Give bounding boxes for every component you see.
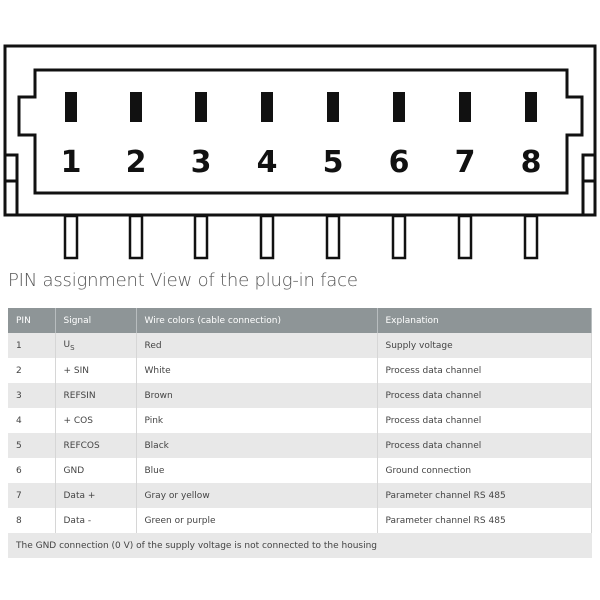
pin-contact	[195, 92, 207, 122]
table-footnote-row: The GND connection (0 V) of the supply v…	[8, 533, 592, 558]
pin-contact	[459, 92, 471, 122]
cell-signal: Data +	[55, 483, 137, 508]
pin-leg	[523, 214, 539, 260]
cell-wire-color: Black	[136, 433, 378, 458]
pin-leg	[325, 214, 341, 260]
cell-signal: REFCOS	[55, 433, 137, 458]
pin-leg	[457, 214, 473, 260]
cell-pin: 3	[8, 383, 56, 408]
cell-explanation: Supply voltage	[377, 333, 592, 358]
signal-main: U	[63, 339, 71, 350]
cell-explanation: Process data channel	[377, 408, 592, 433]
cell-pin: 8	[8, 508, 56, 533]
cell-signal: + COS	[55, 408, 137, 433]
cell-signal: US	[55, 333, 137, 358]
signal-main: Data +	[63, 490, 96, 501]
pin-leg	[63, 214, 79, 260]
cell-wire-color: Brown	[136, 383, 378, 408]
cell-wire-color: Pink	[136, 408, 378, 433]
signal-main: Data -	[63, 515, 92, 526]
footnote: The GND connection (0 V) of the supply v…	[8, 533, 592, 558]
cell-pin: 1	[8, 333, 56, 358]
signal-main: + COS	[63, 415, 93, 426]
cell-wire-color: Blue	[136, 458, 378, 483]
cell-signal: + SIN	[55, 358, 137, 383]
pin-contact	[261, 92, 273, 122]
pin-number: 4	[257, 145, 278, 180]
table-row: 8 Data - Green or purple Parameter chann…	[8, 508, 592, 533]
pin-leg	[193, 214, 209, 260]
pin-number: 7	[455, 145, 476, 180]
cell-explanation: Ground connection	[377, 458, 592, 483]
left-side-tab	[5, 153, 19, 215]
pin-leg	[128, 214, 144, 260]
cell-signal: Data -	[55, 508, 137, 533]
header-pin: PIN	[8, 308, 56, 333]
pin-contact	[327, 92, 339, 122]
pin-number: 8	[521, 145, 542, 180]
cell-signal: REFSIN	[55, 383, 137, 408]
pin-contact	[393, 92, 405, 122]
cell-explanation: Process data channel	[377, 383, 592, 408]
signal-main: GND	[63, 465, 85, 476]
pin-leg	[391, 214, 407, 260]
pin-number: 5	[323, 145, 344, 180]
header-signal: Signal	[55, 308, 137, 333]
cell-explanation: Process data channel	[377, 358, 592, 383]
cell-wire-color: Red	[136, 333, 378, 358]
pin-contact	[130, 92, 142, 122]
pin-number: 1	[61, 145, 82, 180]
signal-main: + SIN	[63, 365, 90, 376]
pin-contact	[65, 92, 77, 122]
table-row: 5 REFCOS Black Process data channel	[8, 433, 592, 458]
pin-assignment-table: PIN Signal Wire colors (cable connection…	[8, 308, 592, 558]
connector-diagram: 1 2 3 4 5 6 7 8	[3, 44, 597, 260]
cell-pin: 2	[8, 358, 56, 383]
header-wire-colors: Wire colors (cable connection)	[136, 308, 378, 333]
table-row: 3 REFSIN Brown Process data channel	[8, 383, 592, 408]
connector-outer-housing	[3, 44, 597, 217]
pin-number: 3	[191, 145, 212, 180]
cell-pin: 5	[8, 433, 56, 458]
cell-pin: 6	[8, 458, 56, 483]
header-explanation: Explanation	[377, 308, 592, 333]
cell-explanation: Process data channel	[377, 433, 592, 458]
cell-wire-color: White	[136, 358, 378, 383]
cell-signal: GND	[55, 458, 137, 483]
cell-wire-color: Green or purple	[136, 508, 378, 533]
connector-inner-face	[17, 68, 584, 195]
signal-subscript: S	[70, 343, 75, 352]
pin-number: 2	[126, 145, 147, 180]
right-side-tab	[581, 153, 595, 215]
cell-wire-color: Gray or yellow	[136, 483, 378, 508]
pin-number: 6	[389, 145, 410, 180]
pin-leg	[259, 214, 275, 260]
page-title: PIN assignment View of the plug-in face	[8, 270, 358, 291]
table-header-row: PIN Signal Wire colors (cable connection…	[8, 308, 592, 333]
cell-explanation: Parameter channel RS 485	[377, 483, 592, 508]
cell-pin: 7	[8, 483, 56, 508]
pin-contact	[525, 92, 537, 122]
table-row: 7 Data + Gray or yellow Parameter channe…	[8, 483, 592, 508]
table-row: 6 GND Blue Ground connection	[8, 458, 592, 483]
signal-main: REFSIN	[63, 390, 96, 401]
signal-main: REFCOS	[63, 440, 100, 451]
table-row: 1 US Red Supply voltage	[8, 333, 592, 358]
cell-pin: 4	[8, 408, 56, 433]
table-row: 2 + SIN White Process data channel	[8, 358, 592, 383]
table-row: 4 + COS Pink Process data channel	[8, 408, 592, 433]
cell-explanation: Parameter channel RS 485	[377, 508, 592, 533]
